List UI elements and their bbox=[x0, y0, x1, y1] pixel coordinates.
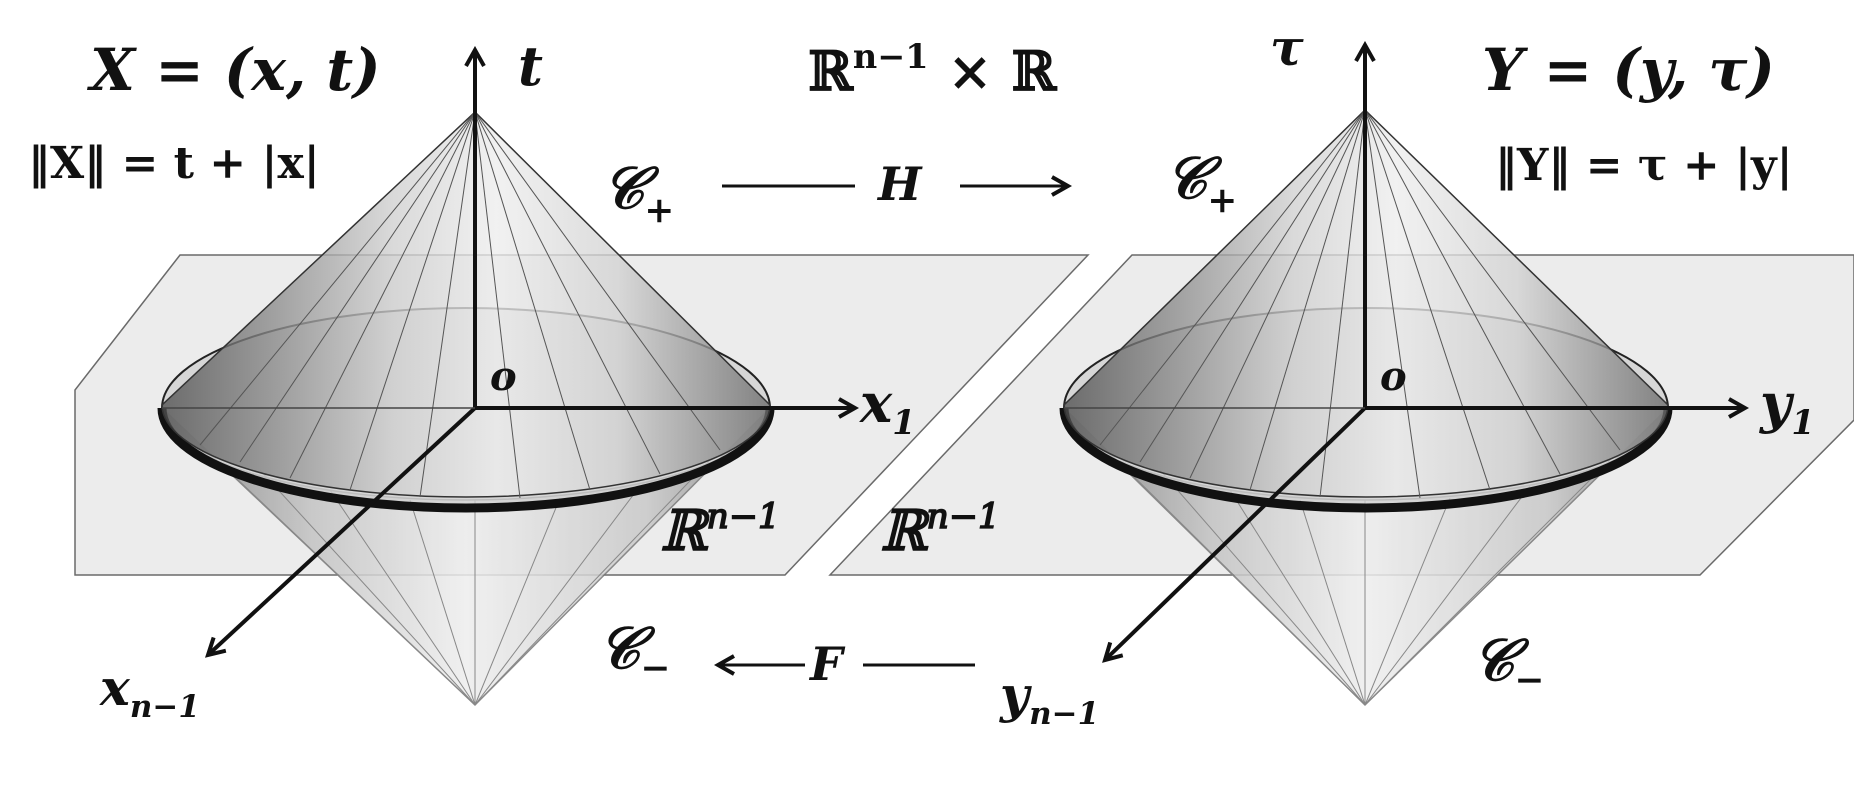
left-origin-label: o bbox=[490, 353, 517, 400]
left-norm-label: ‖X‖ = t + |x| bbox=[28, 138, 320, 189]
right-yn-label: yn−1 bbox=[999, 665, 1099, 732]
left-cminus-label: 𝒞− bbox=[598, 614, 670, 689]
right-tau-label: τ bbox=[1270, 18, 1304, 77]
right-point-label: Y = (y, τ) bbox=[1482, 36, 1775, 104]
right-cminus-label: 𝒞− bbox=[1472, 626, 1544, 701]
right-disk-front-edge bbox=[1059, 407, 1673, 513]
left-xn-axis bbox=[208, 406, 477, 655]
left-cplus-label: 𝒞+ bbox=[602, 154, 674, 231]
center-space-label: ℝn−1 × ℝ bbox=[808, 37, 1058, 103]
map-f-label: F bbox=[808, 637, 846, 691]
right-plane-label: ℝn−1 bbox=[880, 497, 1000, 564]
left-upper-cone bbox=[161, 110, 771, 499]
right-norm-label: ‖Y‖ = τ + |y| bbox=[1495, 140, 1793, 191]
left-xn-label: xn−1 bbox=[99, 658, 200, 725]
right-yn-axis bbox=[1105, 406, 1367, 660]
right-cplus-label: 𝒞+ bbox=[1165, 144, 1237, 221]
right-y1-label: y1 bbox=[1759, 371, 1815, 442]
left-t-label: t bbox=[518, 34, 543, 98]
left-plane-label: ℝn−1 bbox=[660, 497, 780, 564]
left-x1-label: x1 bbox=[859, 371, 916, 442]
left-point-label: X = (x, t) bbox=[86, 36, 381, 104]
left-disk-front-edge bbox=[157, 407, 775, 513]
map-h-label: H bbox=[876, 157, 923, 211]
right-origin-label: o bbox=[1380, 353, 1407, 400]
